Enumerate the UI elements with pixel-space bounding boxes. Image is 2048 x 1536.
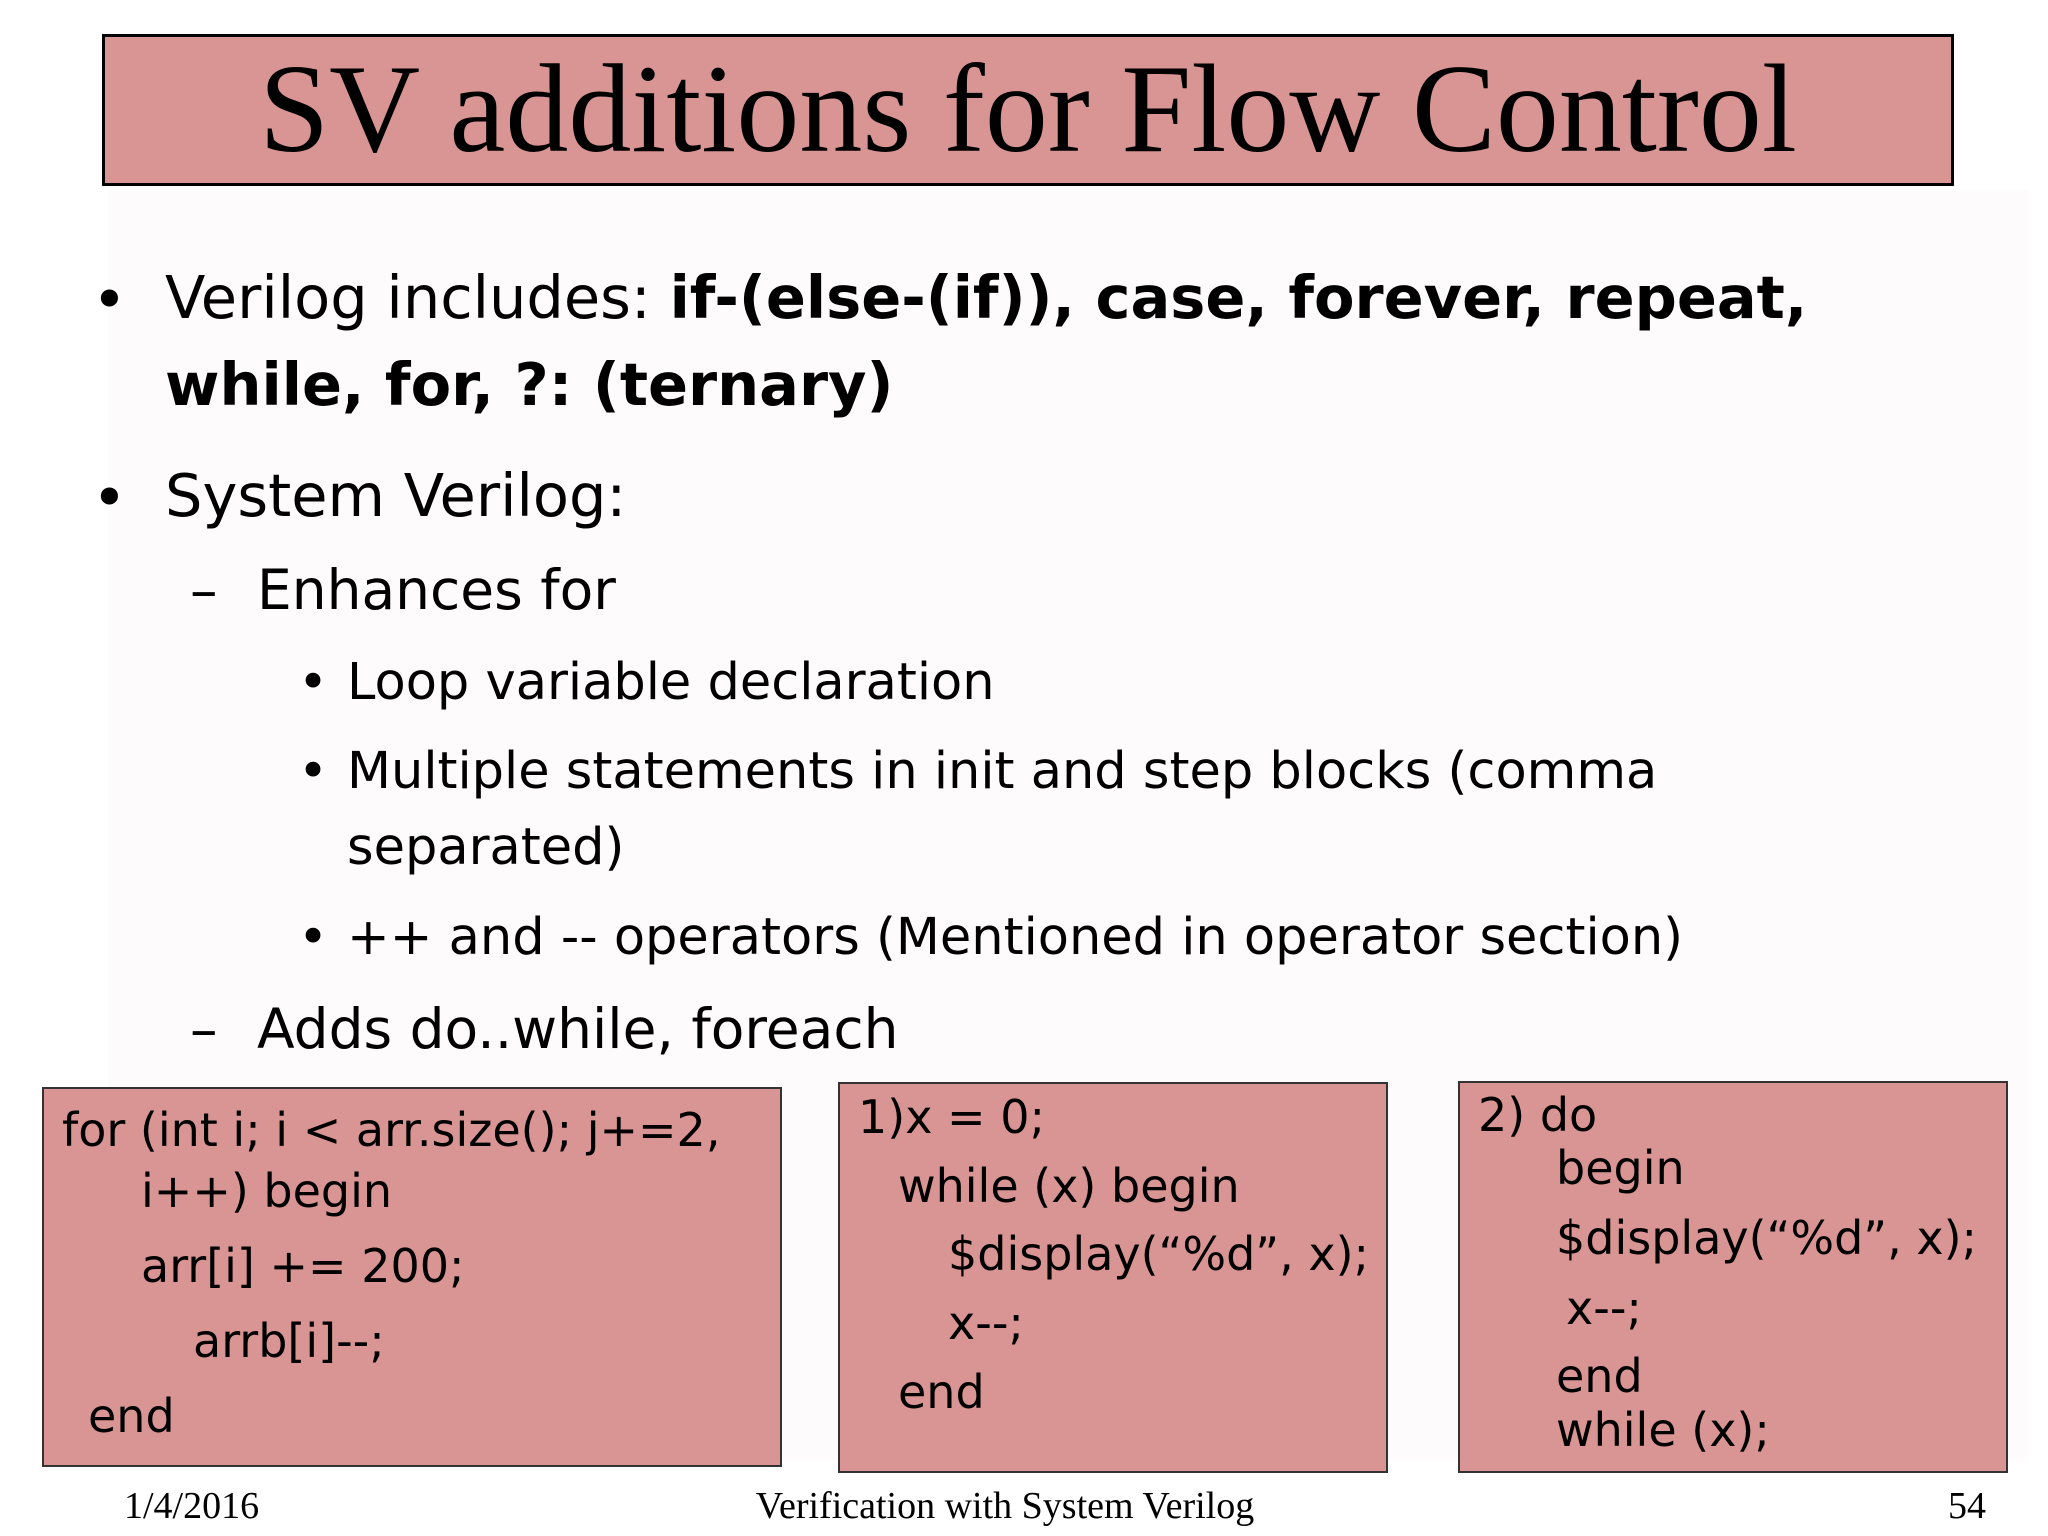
adds-do-while-foreach: Adds do..while, foreach — [257, 997, 899, 1061]
slide-title: SV additions for Flow Control — [259, 40, 1797, 179]
verilog-keywords-1: if-(else-(if)), case, forever, repeat, — [669, 263, 1808, 332]
verilog-keywords-2: while, for, ?: (ternary) — [165, 350, 894, 419]
system-verilog-heading: System Verilog: — [165, 461, 627, 530]
bullet-icon: • — [92, 265, 127, 334]
operators-item: ++ and -- operators (Mentioned in operat… — [347, 908, 1684, 967]
code-line: while (x); — [1556, 1403, 1770, 1457]
code-line: while (x) begin — [898, 1159, 1240, 1213]
dash-icon: – — [190, 558, 218, 622]
code-box-do-while — [1458, 1081, 2008, 1473]
enhances-for: Enhances for — [257, 558, 616, 622]
multiple-statements-line2: separated) — [347, 818, 625, 877]
code-line: end — [88, 1389, 175, 1443]
title-box: SV additions for Flow Control — [102, 34, 1954, 186]
code-line: 2) do — [1478, 1088, 1598, 1142]
multiple-statements-line1: Multiple statements in init and step blo… — [347, 742, 1658, 801]
code-line: end — [1556, 1349, 1643, 1403]
code-line: $display(“%d”, x); — [948, 1227, 1370, 1281]
bullet-icon: • — [298, 653, 329, 712]
code-line: arr[i] += 200; — [141, 1239, 465, 1293]
code-line: arrb[i]--; — [193, 1314, 385, 1368]
code-line: for (int i; i < arr.size(); j+=2, — [62, 1103, 721, 1157]
bullet-icon: • — [298, 908, 329, 967]
footer-title: Verification with System Verilog — [755, 1485, 1255, 1527]
code-line: x--; — [948, 1296, 1024, 1350]
verilog-prefix: Verilog includes: — [165, 263, 670, 332]
code-line: 1)x = 0; — [858, 1090, 1045, 1144]
code-box-while-loop — [838, 1082, 1388, 1473]
bullet-icon: • — [298, 742, 329, 801]
code-line: x--; — [1566, 1281, 1642, 1335]
page-number: 54 — [1948, 1485, 1986, 1527]
code-line: $display(“%d”, x); — [1556, 1211, 1978, 1265]
verilog-includes-line1: Verilog includes: if-(else-(if)), case, … — [165, 268, 1807, 327]
dash-icon: – — [190, 997, 218, 1061]
code-line: begin — [1556, 1141, 1685, 1195]
loop-variable-declaration: Loop variable declaration — [347, 653, 995, 712]
code-line: i++) begin — [141, 1164, 393, 1218]
bullet-icon: • — [92, 463, 127, 532]
footer-date: 1/4/2016 — [124, 1485, 260, 1527]
code-box-for-loop — [42, 1087, 782, 1467]
code-line: end — [898, 1365, 985, 1419]
